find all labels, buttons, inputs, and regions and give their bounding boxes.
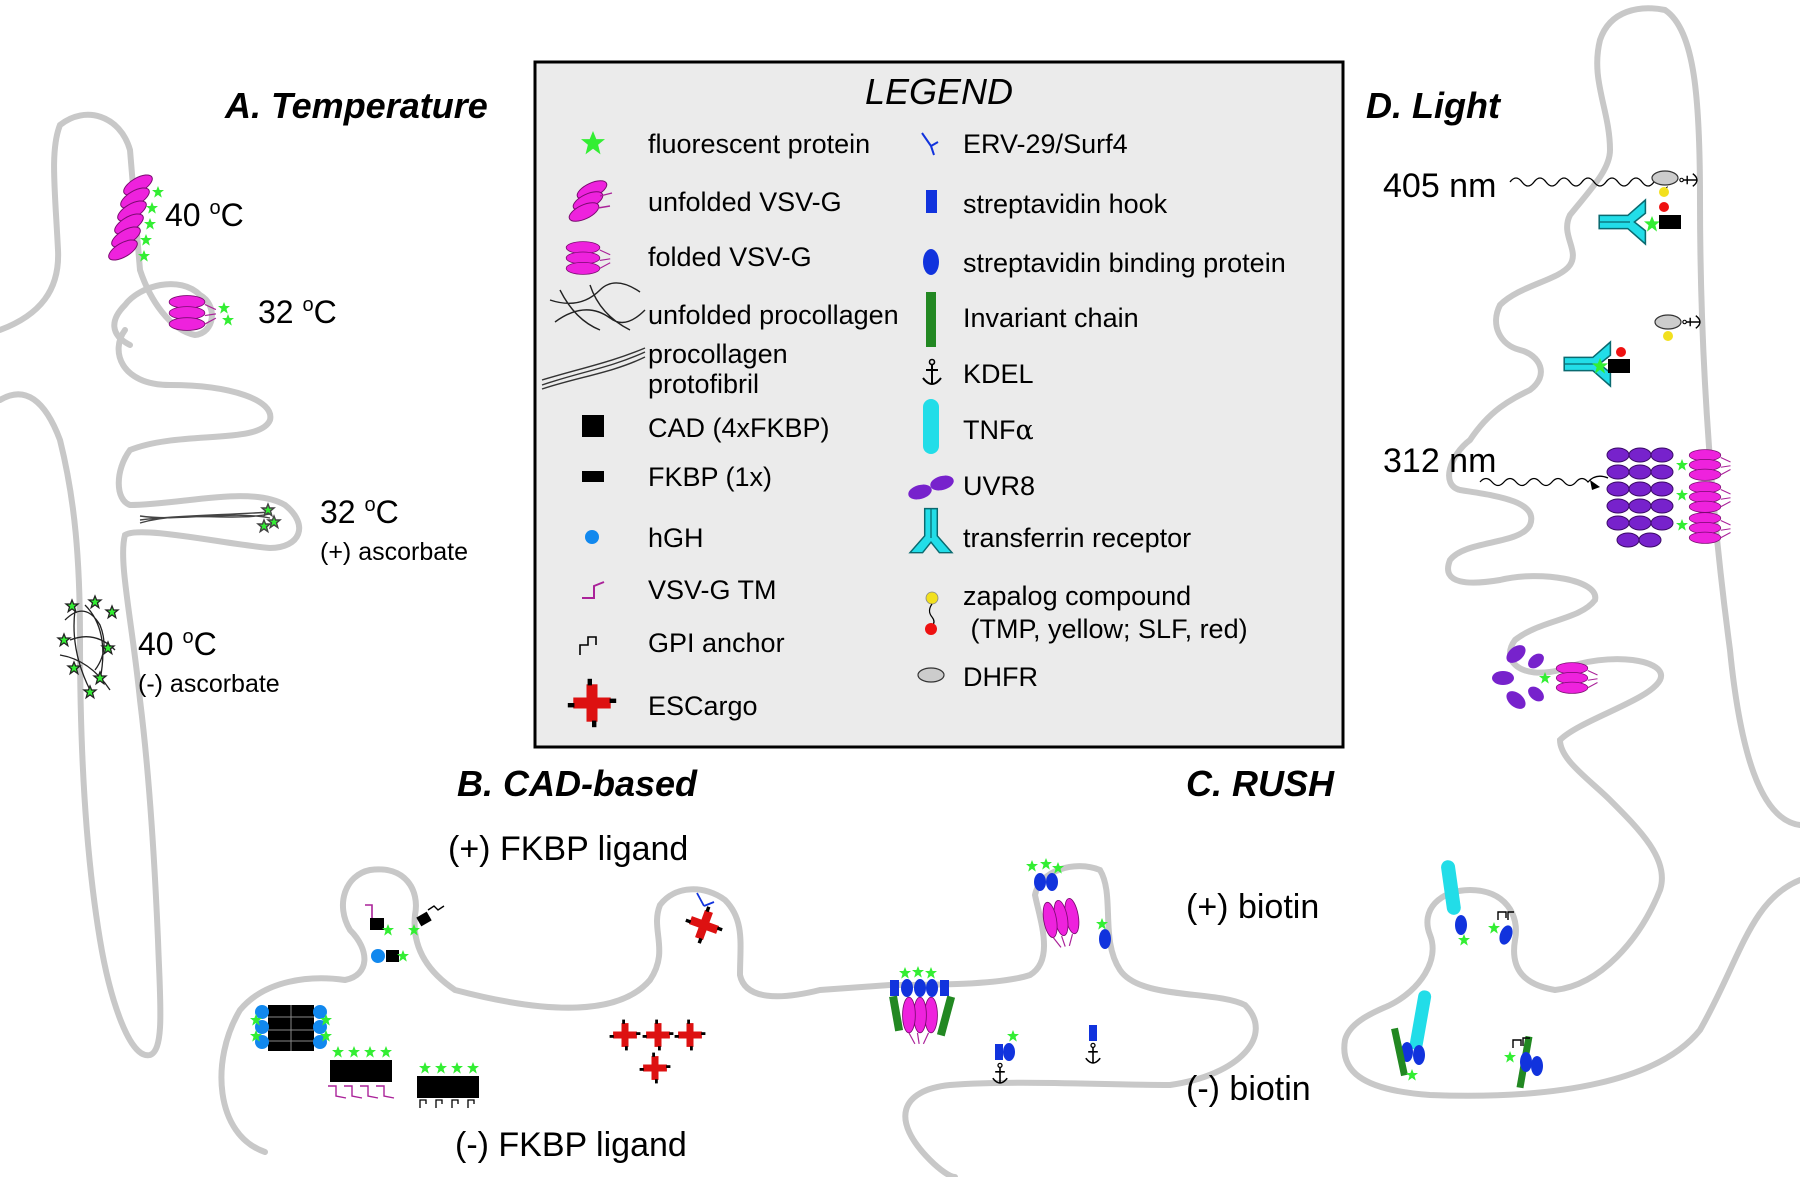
unfolded-vsvg-cluster xyxy=(108,174,164,262)
light-405-label: 405 nm xyxy=(1383,167,1496,205)
legend-erv29-label: ERV-29/Surf4 xyxy=(963,129,1128,159)
legend-box: LEGEND fluorescent protein unfolded VSV-… xyxy=(533,60,1345,749)
legend-streptavidin-hook-label: streptavidin hook xyxy=(963,189,1168,219)
light-312-wave xyxy=(1479,475,1609,487)
legend-tnf-label: TNFα xyxy=(963,415,1034,446)
blue-dot-icon xyxy=(585,530,599,544)
legend-sbp-label: streptavidin binding protein xyxy=(963,248,1286,278)
protofibril-icon xyxy=(541,347,646,390)
rush-plus-label: (+) biotin xyxy=(1186,888,1319,926)
membrane-outlines xyxy=(0,5,1800,1177)
section-title-rush: C. RUSH xyxy=(1186,763,1335,804)
cad-aggregate-vsvg-tm xyxy=(328,1046,395,1099)
escargo-cluster xyxy=(609,1019,706,1084)
section-title-light: D. Light xyxy=(1366,85,1502,126)
unfolded-procollagen-shape xyxy=(57,595,119,699)
gpi-anchor-icon xyxy=(579,636,597,655)
membrane-b xyxy=(218,863,1259,1177)
legend-zapalog-note: (TMP, yellow; SLF, red) xyxy=(963,614,1248,644)
light-section: 405 nm 312 nm xyxy=(1383,167,1732,709)
blue-rect-icon xyxy=(926,190,937,213)
section-title-cad: B. CAD-based xyxy=(457,763,698,804)
zapalog-icon xyxy=(925,591,939,635)
membrane-a-top xyxy=(0,111,215,348)
legend-hgh-label: hGH xyxy=(648,523,704,553)
temp-label-ascorbate-minus: (-) ascorbate xyxy=(138,670,280,698)
y-receptor-icon xyxy=(921,132,939,156)
tm-hook-icon xyxy=(582,581,605,599)
legend-title: LEGEND xyxy=(865,71,1013,112)
legend-invariant-chain-label: Invariant chain xyxy=(963,303,1139,333)
unfolded-vsvg-icon xyxy=(568,180,613,222)
unfolded-procollagen-icon xyxy=(549,282,646,331)
temp-label-32c-mid: 32 oC xyxy=(320,494,399,530)
legend-dhfr-label: DHFR xyxy=(963,662,1038,692)
legend-fluorescent-label: fluorescent protein xyxy=(648,129,870,159)
legend-escargo-label: ESCargo xyxy=(648,691,758,721)
grey-oval-icon xyxy=(917,667,945,683)
legend-unfolded-procollagen-label: unfolded procollagen xyxy=(648,300,899,330)
uvr8-released xyxy=(1492,645,1599,709)
legend-uvr8-label: UVR8 xyxy=(963,471,1035,501)
rush-section: (+) biotin (-) biotin xyxy=(889,858,1543,1108)
legend-fkbp-label: FKBP (1x) xyxy=(648,462,772,492)
purple-oval-icon xyxy=(908,475,954,500)
legend-folded-vsvg-label: folded VSV-G xyxy=(648,242,812,272)
cyan-bar-icon xyxy=(923,399,939,454)
legend-cad-label: CAD (4xFKBP) xyxy=(648,413,830,443)
light-405-wave xyxy=(1509,176,1675,187)
legend-protofibril-label: protofibril xyxy=(648,369,759,399)
cad-aggregate-gpi xyxy=(417,1062,479,1108)
legend-gpi-label: GPI anchor xyxy=(648,628,785,658)
rush-minus-label: (-) biotin xyxy=(1186,1070,1311,1108)
membrane-c-d xyxy=(1341,5,1800,1099)
temp-label-40c-top: 40 oC xyxy=(165,197,244,233)
legend-transferrin-label: transferrin receptor xyxy=(963,523,1191,553)
legend-zapalog-label: zapalog compound xyxy=(963,581,1191,611)
legend-unfolded-vsvg-label: unfolded VSV-G xyxy=(648,187,842,217)
uvr8-cluster xyxy=(1606,447,1732,548)
temp-label-40c-bottom: 40 oC xyxy=(138,626,217,662)
legend-procollagen-label: procollagen xyxy=(648,339,788,369)
blue-oval-icon xyxy=(923,249,939,275)
legend-vsvg-tm-label: VSV-G TM xyxy=(648,575,777,605)
cad-section: (+) FKBP ligand (-) FKBP ligand xyxy=(250,830,728,1164)
green-bar-icon xyxy=(926,292,936,347)
legend-kdel-label: KDEL xyxy=(963,359,1034,389)
black-rect-icon xyxy=(582,471,604,482)
cad-minus-label: (-) FKBP ligand xyxy=(455,1126,687,1164)
temp-label-32c-top: 32 oC xyxy=(258,294,337,330)
black-square-icon xyxy=(582,415,604,437)
section-title-temperature: A. Temperature xyxy=(224,85,488,126)
cad-plus-label: (+) FKBP ligand xyxy=(448,830,688,868)
light-312-label: 312 nm xyxy=(1383,442,1496,480)
temperature-section: 40 oC 32 oC 32 oC (+) ascorbate 40 oC (-… xyxy=(57,174,468,699)
membrane-a-main xyxy=(0,327,303,1059)
temp-label-ascorbate-plus: (+) ascorbate xyxy=(320,538,468,566)
cad-aggregate-hgh xyxy=(250,1005,332,1051)
protofibril-shape xyxy=(139,503,281,533)
